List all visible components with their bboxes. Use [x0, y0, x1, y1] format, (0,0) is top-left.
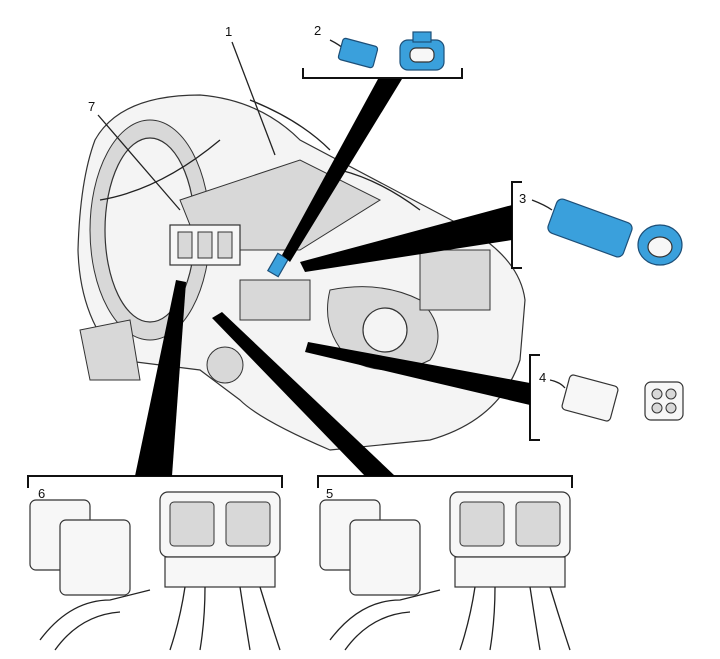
leader-1: [231, 41, 276, 156]
connector-2: [329, 31, 445, 71]
bracket-2: [302, 68, 463, 79]
callout-2: 2: [314, 23, 322, 38]
callout-1: 1: [225, 24, 233, 39]
wedge-4: [305, 342, 530, 405]
bracket-4: [529, 354, 540, 441]
callout-6: 6: [38, 486, 46, 501]
wedge-5: [212, 312, 395, 476]
connector-3: [531, 198, 683, 266]
wedge-3: [300, 205, 512, 272]
bracket-5: [317, 475, 573, 488]
leader-7: [97, 114, 181, 211]
connector-5: [319, 491, 571, 651]
wedge-2: [282, 79, 402, 262]
bracket-6: [27, 475, 283, 488]
transmission-illustration: [77, 94, 526, 451]
connector-6: [29, 491, 281, 651]
callout-5: 5: [326, 486, 334, 501]
callout-3: 3: [519, 191, 527, 206]
callout-7: 7: [88, 99, 96, 114]
wedge-6: [135, 280, 186, 476]
callout-4: 4: [539, 370, 547, 385]
connector-4: [549, 374, 684, 422]
